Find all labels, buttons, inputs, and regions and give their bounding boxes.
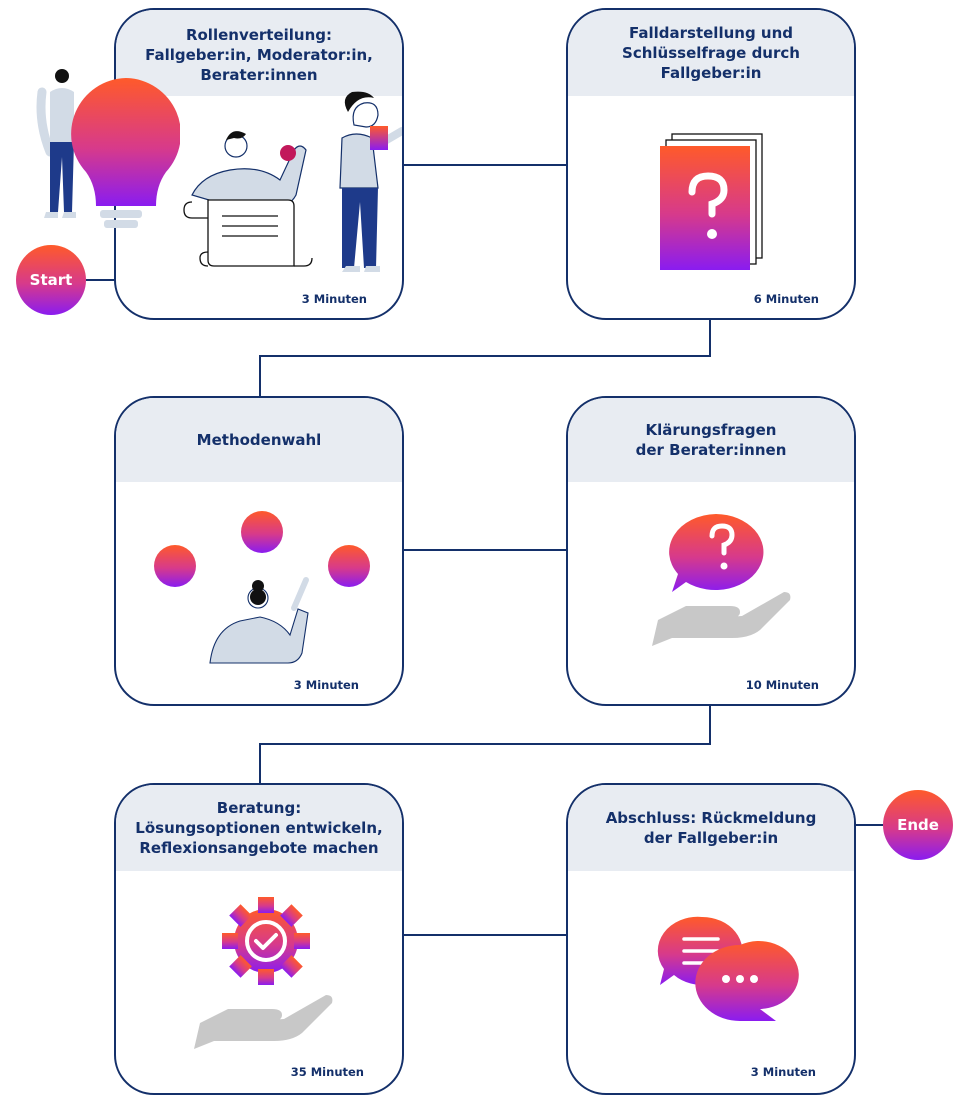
people-writing-illustration	[183, 91, 402, 272]
step-title: Methodenwahl	[196, 431, 322, 449]
chat-bubbles-icon	[657, 916, 799, 1021]
step-header: Falldarstellung und Schlüsselfrage durch…	[568, 10, 854, 96]
step-title: Beratung: Lösungsoptionen entwickeln, Re…	[135, 799, 383, 857]
step-card-case-presentation: Falldarstellung und Schlüsselfrage durch…	[566, 8, 856, 320]
step-duration: 6 Minuten	[753, 292, 819, 306]
step-duration: 3 Minuten	[301, 292, 367, 306]
step-duration: 35 Minuten	[290, 1065, 364, 1079]
step-header: Rollenverteilung: Fallgeber:in, Moderato…	[116, 10, 402, 96]
gear-check-hand-icon	[194, 897, 333, 1049]
question-bubble-hand-icon	[652, 514, 791, 646]
step-header: Abschluss: Rückmeldung der Fallgeber:in	[568, 785, 854, 871]
question-document-icon	[660, 133, 763, 270]
step-card-method-choice: Methodenwahl 3 Minuten	[114, 396, 404, 706]
step-header: Methodenwahl	[116, 398, 402, 482]
person-choosing-circles-illustration	[154, 511, 370, 664]
step-title: Abschluss: Rückmeldung der Fallgeber:in	[605, 809, 817, 847]
end-label: Ende	[897, 816, 939, 834]
step-title: Rollenverteilung: Fallgeber:in, Moderato…	[145, 26, 373, 84]
lightbulb-person-illustration	[36, 69, 180, 228]
step-card-closing-feedback: Abschluss: Rückmeldung der Fallgeber:in …	[566, 783, 856, 1095]
step-card-clarifying-questions: Klärungsfragen der Berater:innen 10 Minu…	[566, 396, 856, 706]
step-card-consultation: Beratung: Lösungsoptionen entwickeln, Re…	[114, 783, 404, 1095]
step-title: Klärungsfragen der Berater:innen	[635, 421, 787, 459]
start-label: Start	[29, 271, 73, 289]
end-circle: Ende	[883, 790, 953, 860]
step-duration: 10 Minuten	[745, 678, 819, 692]
step-duration: 3 Minuten	[750, 1065, 816, 1079]
step-duration: 3 Minuten	[293, 678, 359, 692]
step-header: Beratung: Lösungsoptionen entwickeln, Re…	[116, 785, 402, 871]
step-title: Falldarstellung und Schlüsselfrage durch…	[622, 24, 800, 82]
start-circle: Start	[16, 245, 86, 315]
step-header: Klärungsfragen der Berater:innen	[568, 398, 854, 482]
